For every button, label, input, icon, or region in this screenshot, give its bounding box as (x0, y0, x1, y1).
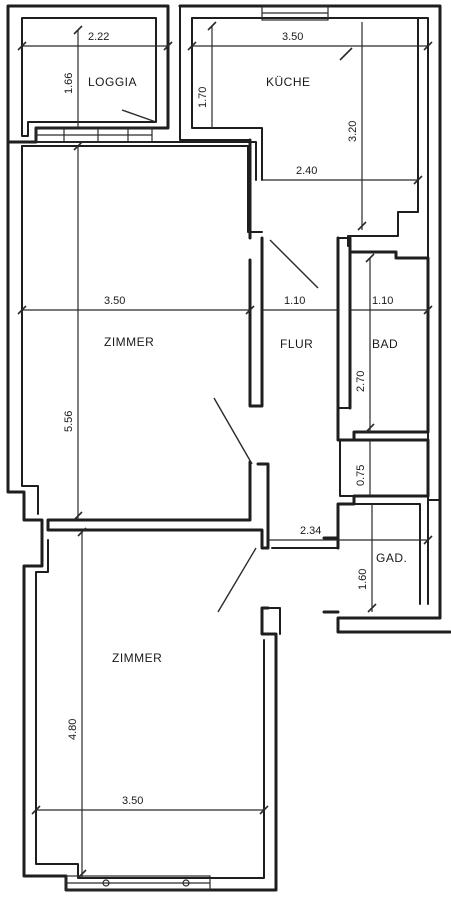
dim-bad-width: 1.10 (372, 295, 393, 307)
dim-loggia-width: 2.22 (88, 31, 109, 43)
dim-small-depth: 0.75 (355, 465, 367, 486)
windows (35, 5, 329, 891)
room-label-flur: FLUR (280, 337, 313, 351)
dim-zimmer-top-width: 3.50 (104, 295, 125, 307)
doors (121, 109, 319, 613)
dim-flur-width: 1.10 (284, 295, 305, 307)
dim-gad-width: 2.34 (300, 525, 321, 537)
room-label-bad: BAD (372, 337, 398, 351)
dim-kueche-lower-width: 2.40 (296, 165, 317, 177)
dim-bad-depth: 2.70 (355, 371, 367, 392)
walls (6, 4, 451, 892)
dimension-labels: 2.22 1.66 3.50 1.70 3.20 2.40 3.50 1.10 … (63, 31, 393, 807)
room-labels: LOGGIA KÜCHE ZIMMER FLUR BAD GAD. ZIMMER (88, 75, 407, 665)
room-label-kueche: KÜCHE (266, 75, 311, 89)
room-label-zimmer-bottom: ZIMMER (112, 651, 162, 665)
dim-zimmer-top-depth: 5.56 (63, 411, 75, 432)
dim-zimmer-bottom-depth: 4.80 (67, 719, 79, 740)
dimension-lines (17, 21, 433, 879)
room-label-zimmer-top: ZIMMER (104, 335, 154, 349)
dim-gad-depth: 1.60 (357, 569, 369, 590)
dim-kueche-upper: 1.70 (197, 87, 209, 108)
dim-loggia-depth: 1.66 (63, 73, 75, 94)
dim-zimmer-bottom-width: 3.50 (122, 795, 143, 807)
room-label-loggia: LOGGIA (88, 75, 137, 89)
dim-kueche-depth: 3.20 (347, 121, 359, 142)
room-label-gad: GAD. (376, 551, 407, 565)
dim-kueche-width: 3.50 (282, 31, 303, 43)
